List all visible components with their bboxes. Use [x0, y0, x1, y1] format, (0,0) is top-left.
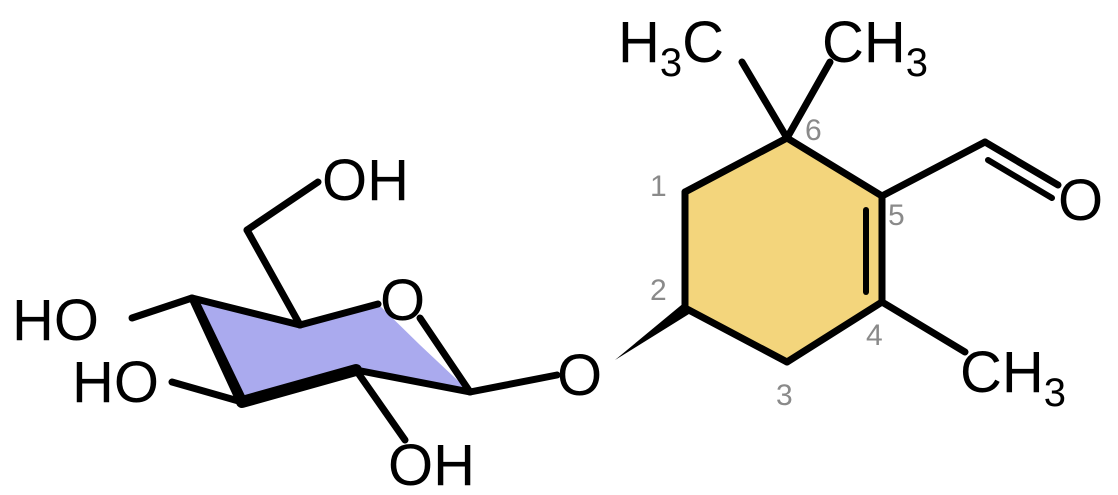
sugar-oh-bottom: OH — [388, 433, 475, 495]
glycosidic-oxygen: O — [557, 343, 602, 408]
ring-oxygen: O — [380, 268, 425, 333]
locant-6: 6 — [805, 114, 822, 147]
locant-1: 1 — [650, 170, 667, 203]
glycosidic-wedge — [615, 302, 689, 360]
sugar-oh-top: OH — [322, 148, 409, 213]
methyl-c4-label: CH3 — [960, 340, 1066, 415]
sugar-wedge-left — [188, 298, 248, 402]
locant-2: 2 — [650, 274, 667, 307]
sugar-bold-front-bond — [236, 364, 362, 408]
aldehyde-oxygen: O — [1058, 168, 1103, 233]
locant-4: 4 — [866, 319, 883, 352]
aglycone-bonds — [615, 58, 1062, 366]
cyclohexene-ring-fill — [685, 138, 882, 362]
methyl-right-label: CH3 — [822, 10, 928, 85]
sugar-ho-left-2: HO — [72, 350, 159, 415]
sugar-bonds — [128, 178, 561, 444]
sugar-ho-left-1: HO — [12, 288, 99, 353]
methyl-left-label: H3C — [618, 10, 724, 85]
locant-5: 5 — [888, 199, 905, 232]
locant-3: 3 — [776, 379, 793, 412]
